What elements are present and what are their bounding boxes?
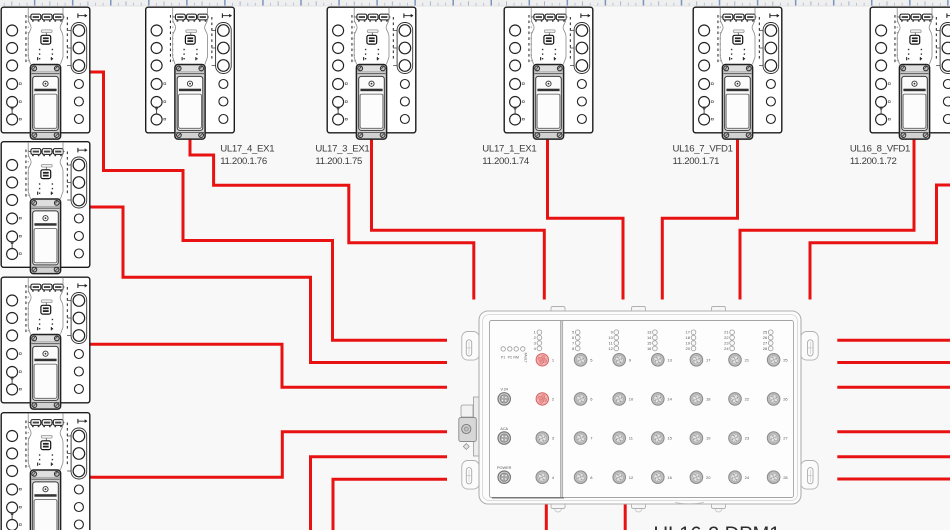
- svg-text:11.200.1.75: 11.200.1.75: [315, 156, 362, 167]
- svg-text:23: 23: [745, 436, 750, 441]
- svg-text:UL17_4_EX1: UL17_4_EX1: [220, 144, 274, 155]
- svg-text:11: 11: [609, 340, 614, 345]
- svg-text:24: 24: [724, 346, 729, 351]
- svg-text:17: 17: [686, 330, 691, 335]
- svg-text:3: 3: [552, 436, 555, 441]
- svg-text:FAULT: FAULT: [523, 353, 527, 363]
- svg-text:2: 2: [534, 335, 537, 340]
- svg-text:RM: RM: [513, 356, 519, 360]
- svg-text:11.200.1.74: 11.200.1.74: [482, 156, 530, 167]
- svg-text:4: 4: [552, 475, 555, 480]
- svg-text:18: 18: [706, 397, 711, 402]
- svg-text:23: 23: [724, 340, 729, 345]
- svg-text:V.24: V.24: [500, 388, 507, 392]
- svg-text:9: 9: [611, 330, 614, 335]
- svg-text:8: 8: [590, 475, 593, 480]
- svg-text:22: 22: [724, 335, 729, 340]
- svg-text:11.200.1.76: 11.200.1.76: [220, 156, 267, 167]
- svg-text:ACA: ACA: [500, 427, 508, 431]
- svg-text:7: 7: [572, 340, 575, 345]
- svg-text:24: 24: [745, 475, 750, 480]
- svg-text:UL17_3_EX1: UL17_3_EX1: [315, 144, 369, 155]
- svg-text:26: 26: [763, 335, 768, 340]
- svg-text:18: 18: [686, 335, 691, 340]
- svg-text:P1: P1: [501, 356, 505, 360]
- svg-text:27: 27: [763, 340, 768, 345]
- svg-text:17: 17: [706, 357, 711, 362]
- svg-text:POWER: POWER: [497, 466, 512, 470]
- svg-text:6: 6: [590, 397, 593, 402]
- svg-text:UL16-2 DPM1: UL16-2 DPM1: [654, 523, 781, 530]
- svg-text:27: 27: [783, 436, 788, 441]
- svg-text:2: 2: [552, 397, 555, 402]
- svg-text:19: 19: [706, 436, 711, 441]
- svg-text:11.200.1.71: 11.200.1.71: [673, 156, 720, 167]
- svg-text:5: 5: [590, 357, 593, 362]
- svg-text:9: 9: [629, 357, 632, 362]
- svg-text:UL16_8_VFD1: UL16_8_VFD1: [850, 144, 910, 155]
- svg-text:22: 22: [745, 397, 750, 402]
- svg-text:13: 13: [647, 330, 652, 335]
- svg-text:26: 26: [783, 397, 788, 402]
- svg-text:UL17_1_EX1: UL17_1_EX1: [482, 144, 536, 155]
- svg-text:15: 15: [667, 436, 672, 441]
- svg-text:UL16_7_VFD1: UL16_7_VFD1: [673, 144, 733, 155]
- svg-text:21: 21: [745, 357, 750, 362]
- svg-text:5: 5: [572, 330, 575, 335]
- svg-text:20: 20: [686, 346, 691, 351]
- svg-text:11: 11: [629, 436, 634, 441]
- svg-text:13: 13: [667, 357, 672, 362]
- svg-text:8: 8: [572, 346, 575, 351]
- svg-text:4: 4: [534, 346, 537, 351]
- svg-text:3: 3: [534, 340, 537, 345]
- svg-text:28: 28: [763, 346, 768, 351]
- svg-text:P2: P2: [508, 356, 512, 360]
- svg-text:15: 15: [647, 340, 652, 345]
- svg-text:10: 10: [608, 335, 613, 340]
- svg-text:10: 10: [629, 397, 634, 402]
- svg-text:12: 12: [629, 475, 634, 480]
- svg-text:20: 20: [706, 475, 711, 480]
- svg-text:28: 28: [783, 475, 788, 480]
- svg-text:11.200.1.72: 11.200.1.72: [850, 156, 897, 167]
- svg-text:1: 1: [534, 330, 537, 335]
- svg-text:1: 1: [552, 357, 555, 362]
- svg-text:14: 14: [667, 397, 672, 402]
- svg-text:25: 25: [783, 357, 788, 362]
- svg-text:16: 16: [647, 346, 652, 351]
- svg-text:19: 19: [686, 340, 691, 345]
- svg-text:16: 16: [667, 475, 672, 480]
- svg-text:12: 12: [608, 346, 613, 351]
- svg-text:21: 21: [724, 330, 729, 335]
- svg-text:7: 7: [590, 436, 593, 441]
- svg-text:25: 25: [763, 330, 768, 335]
- svg-text:14: 14: [647, 335, 652, 340]
- svg-text:6: 6: [572, 335, 575, 340]
